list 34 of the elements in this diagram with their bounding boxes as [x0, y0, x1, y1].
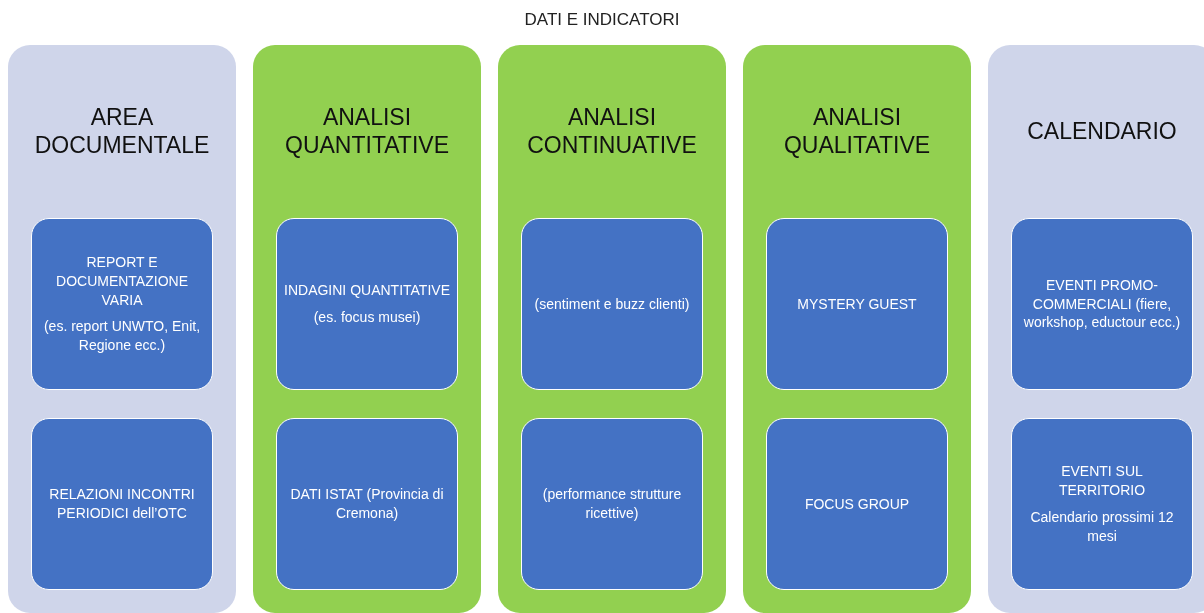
item-note: Calendario prossimi 12 mesi — [1029, 508, 1175, 546]
item-box — [1011, 218, 1193, 390]
item-title: FOCUS GROUP — [804, 494, 910, 514]
item-box — [1011, 418, 1193, 590]
item-note: (es. focus musei) — [313, 308, 421, 327]
column-heading: ANALISI CONTINUATIVE — [526, 103, 698, 160]
item-title: EVENTI SUL TERRITORIO — [1057, 462, 1147, 500]
column-heading: CALENDARIO — [1026, 117, 1178, 147]
item-box — [31, 218, 213, 390]
item-title: MYSTERY GUEST — [797, 294, 917, 314]
item-note: (es. report UNWTO, Enit, Regione ecc.) — [42, 317, 202, 356]
item-title: (sentiment e buzz clienti) — [534, 294, 690, 314]
category-column — [498, 45, 726, 613]
item-title: DATI ISTAT (Provincia di Cremona) — [289, 485, 445, 523]
column-heading: ANALISI QUALITATIVE — [782, 103, 932, 160]
column-heading: ANALISI QUANTITATIVE — [284, 103, 450, 160]
item-title: (performance strutture ricettive) — [541, 485, 683, 523]
diagram-title: DATI E INDICATORI — [523, 10, 681, 30]
item-box — [766, 218, 948, 390]
item-title: EVENTI PROMO-COMMERCIALI (fiere, workshop, eductour ecc.) — [1022, 275, 1182, 333]
item-title: RELAZIONI INCONTRI PERIODICI dell’OTC — [48, 485, 196, 523]
item-box — [521, 418, 703, 590]
category-column — [253, 45, 481, 613]
item-box — [31, 418, 213, 590]
category-column — [988, 45, 1204, 613]
item-title: REPORT E DOCUMENTAZIONE VARIA — [55, 252, 189, 310]
item-box — [766, 418, 948, 590]
category-column — [743, 45, 971, 613]
item-box — [276, 218, 458, 390]
column-heading: AREA DOCUMENTALE — [33, 103, 211, 160]
item-box — [521, 218, 703, 390]
item-box — [276, 418, 458, 590]
item-title: INDAGINI QUANTITATIVE — [284, 281, 450, 300]
category-column — [8, 45, 236, 613]
